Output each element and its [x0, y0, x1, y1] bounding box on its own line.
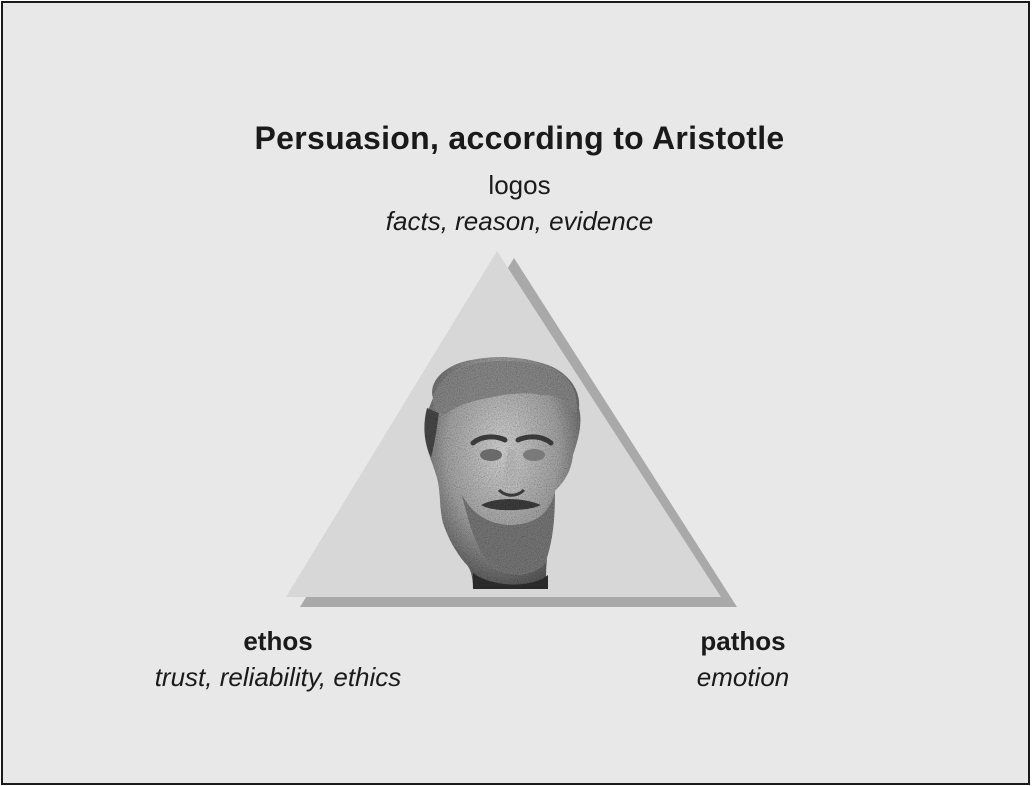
pathos-label: pathos emotion	[623, 623, 863, 695]
diagram-title: Persuasion, according to Aristotle	[254, 120, 785, 156]
logos-name: logos	[488, 170, 551, 200]
pathos-description: emotion	[696, 662, 790, 692]
logos-label: logos facts, reason, evidence	[3, 167, 1033, 239]
ethos-label: ethos trust, reliability, ethics	[103, 623, 453, 695]
pathos-name: pathos	[700, 626, 786, 656]
ethos-name: ethos	[243, 626, 313, 656]
logos-description: facts, reason, evidence	[385, 206, 654, 236]
persuasion-triangle	[286, 251, 737, 607]
aristotle-bust-icon	[424, 357, 581, 589]
ethos-description: trust, reliability, ethics	[154, 662, 402, 692]
